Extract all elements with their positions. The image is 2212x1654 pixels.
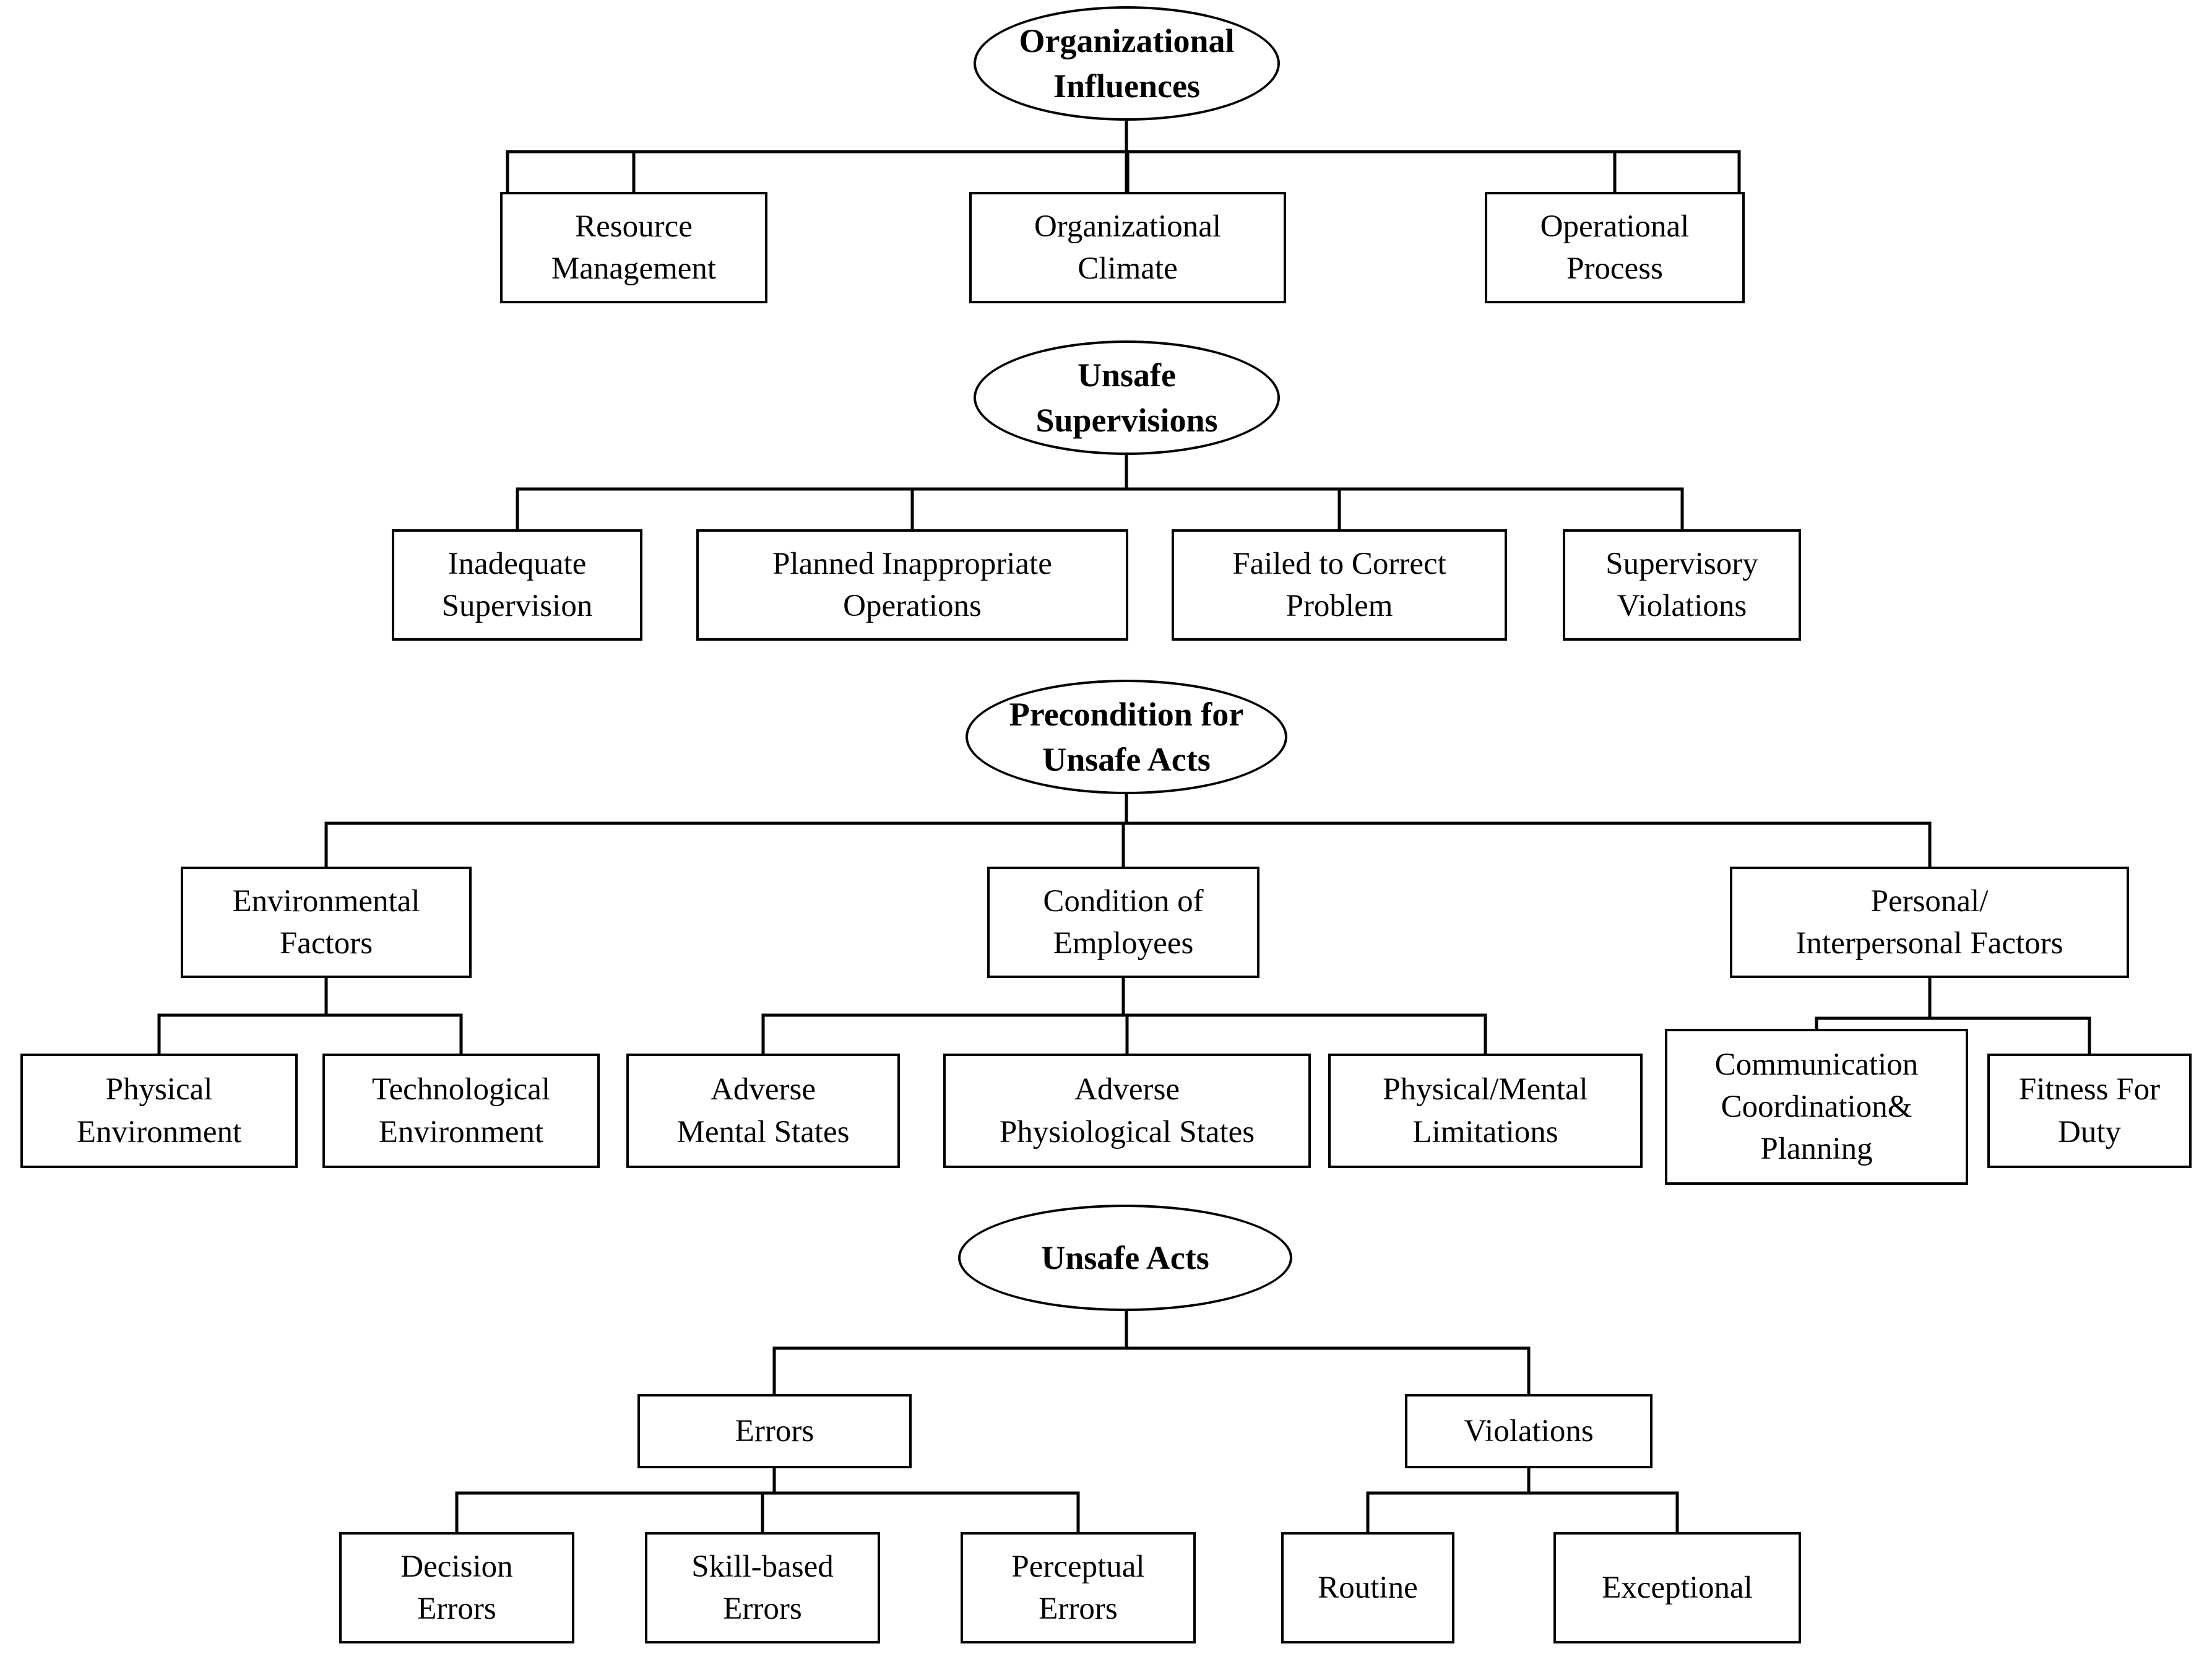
node-decision-errors-line-2: Errors: [417, 1591, 496, 1626]
node-personal-interpersonal-factors-line-2: Interpersonal Factors: [1795, 926, 2063, 961]
node-exceptional-line-1: Exceptional: [1602, 1570, 1753, 1605]
node-perceptual-errors-line-2: Errors: [1039, 1591, 1118, 1626]
node-skill-based-errors-line-1: Skill-based: [691, 1549, 834, 1584]
node-operational-process-line-1: Operational: [1540, 209, 1690, 244]
node-condition-of-employees-line-1: Condition of: [1043, 883, 1204, 919]
node-decision-errors-line-1: Decision: [400, 1549, 513, 1584]
node-physical-environment-line-1: Physical: [105, 1072, 213, 1107]
edge-orginf-to-row1: [506, 121, 1741, 192]
edge-condemp-to-children: [761, 978, 1487, 1054]
node-communication-coordination-planning-line-2: Coordination&: [1721, 1089, 1912, 1124]
node-violations-line-1: Violations: [1464, 1413, 1594, 1448]
node-precondition-for-unsafe-acts-line-1: Precondition for: [1009, 696, 1244, 734]
node-unsafe-supervisions-line-2: Supervisions: [1035, 401, 1218, 439]
edge-orgrow1-bus: [632, 152, 1617, 192]
node-planned-inappropriate-operations-line-1: Planned Inappropriate: [772, 546, 1052, 581]
node-adverse-physiological-states-line-2: Physiological States: [999, 1114, 1255, 1150]
node-physical-environment-line-2: Environment: [76, 1114, 242, 1150]
node-unsafe-acts-line-1: Unsafe Acts: [1041, 1239, 1209, 1276]
node-condition-of-employees-line-2: Employees: [1053, 926, 1194, 961]
node-inadequate-supervision-line-2: Supervision: [441, 589, 593, 623]
node-precondition-for-unsafe-acts-line-2: Unsafe Acts: [1042, 740, 1211, 778]
node-technological-environment-line-1: Technological: [371, 1072, 551, 1107]
node-supervisory-violations-line-2: Violations: [1617, 589, 1747, 623]
node-organizational-climate-line-1: Organizational: [1034, 209, 1222, 244]
node-organizational-influences-line-1: Organizational: [1019, 22, 1235, 60]
node-unsafe-supervisions-line-1: Unsafe: [1078, 357, 1176, 394]
edge-errors-to-children: [455, 1468, 1080, 1532]
node-perceptual-errors-line-1: Perceptual: [1011, 1549, 1145, 1584]
node-fitness-for-duty-line-1: Fitness For: [2018, 1072, 2161, 1107]
node-resource-management-line-2: Management: [551, 251, 717, 286]
edge-precond-to-row3: [324, 794, 1932, 867]
node-operational-process-line-2: Process: [1566, 251, 1663, 286]
node-personal-interpersonal-factors-line-1: Personal/: [1870, 883, 1989, 919]
edge-violations-to-children: [1366, 1468, 1679, 1532]
node-failed-to-correct-problem-line-2: Problem: [1285, 589, 1393, 623]
node-violations[interactable]: Violations: [1405, 1394, 1653, 1468]
node-routine-line-1: Routine: [1318, 1570, 1418, 1605]
node-organizational-influences-line-2: Influences: [1053, 67, 1200, 105]
node-planned-inappropriate-operations-line-2: Operations: [843, 589, 982, 623]
node-skill-based-errors-line-2: Errors: [723, 1591, 802, 1626]
node-unsafe-acts[interactable]: Unsafe Acts: [958, 1205, 1292, 1311]
node-exceptional[interactable]: Exceptional: [1553, 1532, 1801, 1643]
node-condition-of-employees[interactable]: Condition of Employees: [987, 867, 1259, 978]
node-physical-mental-limitations-line-1: Physical/Mental: [1383, 1072, 1588, 1107]
node-errors-line-1: Errors: [735, 1413, 814, 1448]
node-resource-management-line-1: Resource: [575, 209, 693, 244]
node-environmental-factors-line-2: Factors: [279, 926, 373, 961]
node-technological-environment-line-2: Environment: [378, 1114, 544, 1150]
node-fitness-for-duty-line-2: Duty: [2058, 1114, 2121, 1150]
node-supervisory-violations-line-1: Supervisory: [1605, 546, 1758, 581]
node-adverse-mental-states-line-1: Adverse: [711, 1072, 816, 1107]
edge-envfactors-to-children: [157, 978, 463, 1054]
node-personal-interpersonal-factors[interactable]: Personal/Interpersonal Factors: [1730, 867, 2129, 978]
node-failed-to-correct-problem-line-1: Failed to Correct: [1232, 546, 1446, 581]
edge-unsafesup-to-row2: [516, 455, 1684, 529]
node-communication-coordination-planning-line-3: Planning: [1760, 1132, 1873, 1167]
node-organizational-climate-line-2: Climate: [1078, 251, 1178, 286]
edge-unsafeacts-to-errviol: [772, 1311, 1531, 1394]
node-inadequate-supervision-line-1: Inadequate: [447, 546, 587, 581]
node-adverse-mental-states-line-2: Mental States: [676, 1114, 850, 1150]
node-adverse-physiological-states-line-1: Adverse: [1074, 1072, 1180, 1107]
node-physical-mental-limitations-line-2: Limitations: [1412, 1114, 1558, 1150]
node-routine[interactable]: Routine: [1281, 1532, 1454, 1643]
node-communication-coordination-planning-line-1: Communication: [1714, 1047, 1919, 1082]
node-errors[interactable]: Errors: [637, 1394, 912, 1468]
node-environmental-factors-line-1: Environmental: [232, 883, 420, 919]
